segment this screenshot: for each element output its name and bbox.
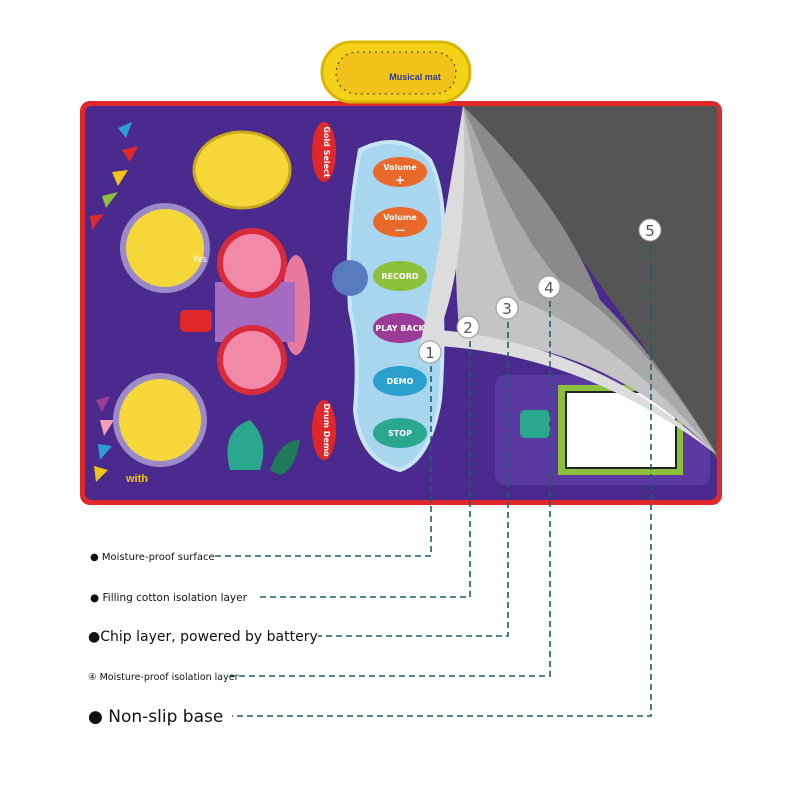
gold-select-label: Gold Select [322,126,331,177]
layer-marker-1: 1 [418,340,442,364]
logo: Musical mat [389,72,441,82]
layer-label-4: ④ Moisture-proof isolation layer [88,672,239,683]
button-demo[interactable]: DEMO [373,366,427,396]
yes-text: Yes [192,254,207,264]
decoration [332,260,368,296]
svg-text:1: 1 [425,344,435,362]
plant [270,440,300,475]
drum-pad [120,203,210,293]
button-volume-down[interactable]: Volume — [373,207,427,237]
drum-pad [217,325,287,395]
layer-marker-5: 5 [638,218,662,242]
svg-text:4: 4 [544,279,554,297]
drum-kit: Yes with [113,130,310,485]
gold-select-pad [312,122,336,182]
button-playback[interactable]: PLAY BACK [373,313,427,343]
svg-text:+: + [395,173,405,187]
svg-text:PLAY BACK: PLAY BACK [375,324,425,333]
layer-marker-3: 3 [495,296,519,320]
svg-text:RECORD: RECORD [381,272,418,281]
button-volume-up[interactable]: Volume + [373,157,427,187]
plant [227,420,264,470]
with-text: with [125,473,148,485]
leader-lines [212,244,652,717]
bunting-flags [90,122,138,482]
layer-label-5: ● Non-slip base [88,707,223,727]
layer-marker-4: 4 [537,275,561,299]
button-stop[interactable]: STOP [373,418,427,448]
drum-pad [113,373,207,467]
button-record[interactable]: RECORD [373,261,427,291]
drum-demo-label: Drum Demo [322,403,331,457]
svg-text:DEMO: DEMO [387,377,414,386]
svg-text:5: 5 [645,222,655,240]
layer-2 [455,106,717,455]
svg-text:2: 2 [463,319,473,337]
svg-text:Volume: Volume [383,213,417,222]
layer-5-base [463,106,717,460]
svg-text:—: — [395,225,405,236]
layer-label-1: ● Moisture-proof surface [90,552,215,563]
cymbal [192,130,292,210]
svg-text:STOP: STOP [388,429,412,438]
svg-text:Volume: Volume [383,163,417,172]
layer-marker-2: 2 [456,315,480,339]
svg-text:3: 3 [502,300,512,318]
layer-label-3: ●Chip layer, powered by battery [88,629,318,645]
layer-label-2: ● Filling cotton isolation layer [90,592,248,604]
layer-3 [462,106,717,455]
piano-icon [520,410,550,438]
drum-demo-pad [312,400,336,460]
drum-pad [217,228,287,298]
